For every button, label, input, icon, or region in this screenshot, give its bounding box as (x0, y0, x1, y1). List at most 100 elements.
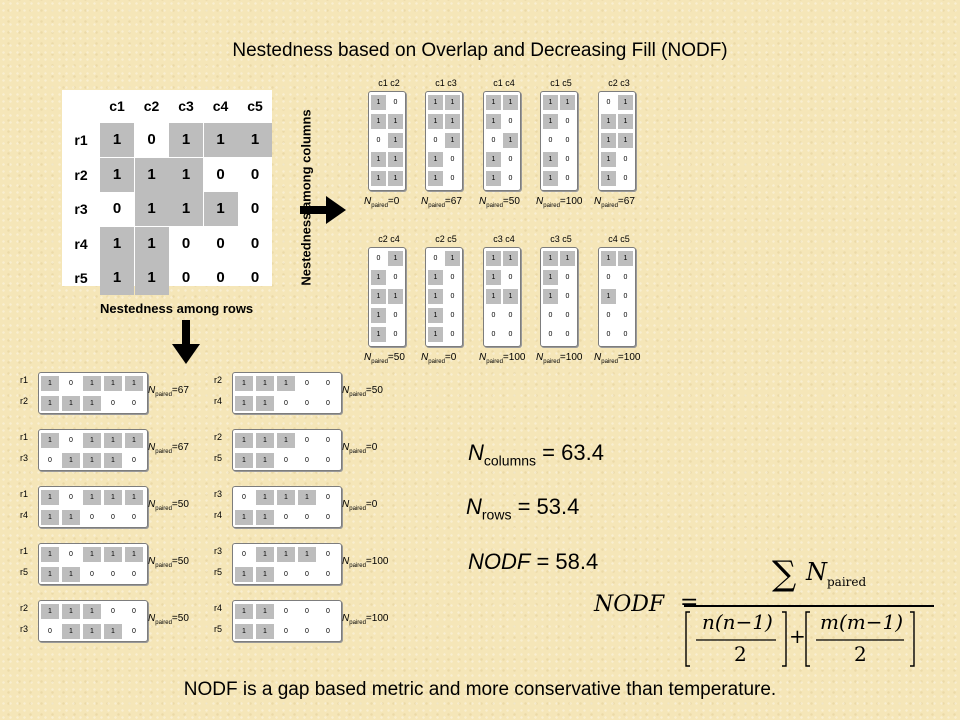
pair-cell: 1 (428, 270, 443, 285)
matrix-col-header: c3 (178, 98, 194, 114)
pair-cell: 0 (565, 293, 570, 300)
pair-cell: 1 (256, 453, 274, 468)
pair-cell: 1 (371, 152, 386, 167)
pair-cell: 1 (62, 453, 80, 468)
pair-cell: 1 (445, 114, 460, 129)
pair-cell: 1 (235, 433, 253, 448)
row-pair-label: r3 (214, 489, 223, 499)
n-paired-label: Npaired=67 (148, 442, 189, 455)
down-arrow-icon (172, 320, 200, 364)
row-pair-label: r2 (20, 603, 29, 613)
row-pair-label: r4 (214, 603, 223, 613)
pair-cell: 1 (41, 567, 59, 582)
pair-cell: 0 (69, 437, 73, 444)
n-paired-label: Npaired=100 (594, 352, 641, 365)
pair-cell: 1 (104, 624, 122, 639)
pair-cell: 1 (503, 133, 518, 148)
n-paired-label: Npaired=67 (594, 196, 635, 209)
matrix-cell: 0 (147, 131, 156, 148)
pair-cell: 1 (560, 251, 575, 266)
pair-cell: 0 (132, 628, 136, 635)
pair-cell: 1 (256, 547, 274, 562)
pair-cell: 1 (83, 547, 101, 562)
pair-cell: 0 (548, 331, 553, 338)
pair-cell: 1 (83, 453, 101, 468)
pair-cell: 1 (41, 547, 59, 562)
pair-cell: 1 (388, 251, 403, 266)
pair-cell: 1 (104, 433, 122, 448)
nodf-result: NODF = 58.4 (468, 549, 599, 574)
pair-cell: 1 (445, 251, 460, 266)
pair-cell: 1 (83, 433, 101, 448)
n-paired-label: Npaired=100 (342, 613, 389, 626)
pair-cell: 1 (125, 547, 143, 562)
pair-cell: 0 (326, 608, 330, 615)
pair-cell: 0 (450, 274, 455, 281)
pair-cell: 0 (326, 551, 330, 558)
column-pair-label: c4 c5 (608, 234, 630, 244)
matrix-cell: 0 (112, 200, 122, 217)
pair-cell: 1 (601, 133, 616, 148)
matrix-cell: 0 (250, 200, 260, 217)
pair-cell: 0 (508, 331, 513, 338)
pair-cell: 1 (486, 95, 501, 110)
n-paired-label: Npaired=50 (148, 556, 189, 569)
pair-cell: 1 (371, 308, 386, 323)
pair-cell: 0 (565, 312, 570, 319)
pair-cell: 0 (111, 400, 115, 407)
pair-cell: 1 (371, 171, 386, 186)
row-pair-label: r1 (20, 432, 29, 442)
pair-cell: 1 (62, 510, 80, 525)
pair-cell: 0 (450, 156, 455, 163)
column-pair-label: c2 c3 (608, 78, 630, 88)
pair-cell: 0 (305, 571, 309, 578)
matrix-cell: 1 (169, 123, 203, 157)
pair-cell: 1 (445, 133, 460, 148)
pair-cell: 1 (618, 114, 633, 129)
pair-cell: 1 (104, 453, 122, 468)
pair-cell: 1 (298, 490, 316, 505)
pair-cell: 1 (41, 376, 59, 391)
row-pair-label: r2 (214, 375, 223, 385)
pair-cell: 0 (508, 156, 513, 163)
pair-cell: 1 (235, 453, 253, 468)
matrix-cell: 0 (181, 234, 191, 252)
matrix-cell: 1 (203, 123, 238, 157)
pair-cell: 1 (62, 567, 80, 582)
matrix-col-header: c5 (247, 98, 263, 114)
pair-cell: 1 (235, 567, 253, 582)
n-paired-label: Npaired=0 (364, 196, 400, 209)
pair-cell: 1 (41, 510, 59, 525)
pair-cell: 1 (388, 114, 403, 129)
pair-cell: 0 (433, 137, 438, 144)
matrix-row-header: r3 (74, 201, 88, 217)
pair-cell: 1 (601, 114, 616, 129)
row-pair-label: r3 (214, 546, 223, 556)
pair-cell: 0 (326, 380, 330, 387)
pair-cell: 0 (305, 514, 309, 521)
pair-cell: 1 (543, 171, 558, 186)
n-paired-label: Npaired=67 (148, 385, 189, 398)
pair-cell: 0 (48, 628, 52, 635)
pair-cell: 1 (445, 95, 460, 110)
pair-cell: 0 (393, 99, 398, 106)
pair-cell: 0 (326, 514, 330, 521)
n-paired-label: Npaired=50 (364, 352, 405, 365)
pair-cell: 1 (41, 604, 59, 619)
pair-cell: 0 (284, 400, 288, 407)
matrix-cell: 1 (203, 192, 238, 226)
pair-cell: 0 (565, 156, 570, 163)
pair-cell: 0 (450, 312, 455, 319)
pair-cell: 0 (284, 628, 288, 635)
